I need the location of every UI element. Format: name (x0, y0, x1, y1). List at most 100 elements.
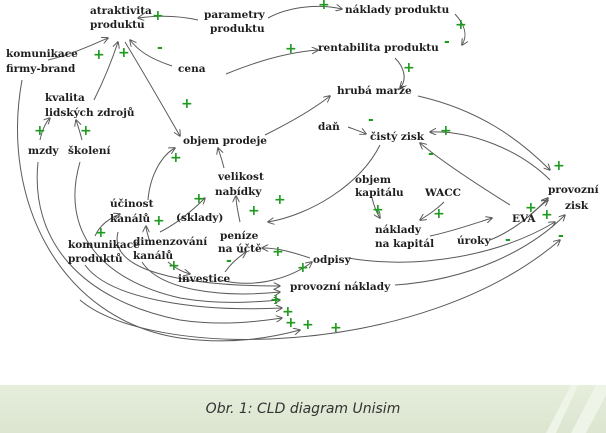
polarity-plus: + (403, 60, 415, 76)
cld-diagram-svg: atraktivita produktu parametry produktu … (6, 0, 599, 342)
node-eva: EVA (512, 213, 536, 225)
node-komunikace-firmy-line2: firmy-brand (6, 63, 76, 75)
node-atraktivita-line1: atraktivita (90, 5, 152, 17)
polarity-minus: - (444, 34, 450, 50)
node-dimenzovani-line2: kanálů (133, 249, 174, 262)
node-odpisy: odpisy (313, 254, 352, 266)
link-hruba-marze-provozni-zisk (417, 95, 550, 170)
node-cena: cena (178, 63, 206, 75)
link-parametry-naklady-produktu (267, 6, 342, 19)
node-naklady-kapital-line1: náklady (375, 224, 422, 236)
node-uroky: úroky (457, 235, 491, 247)
polarity-minus: - (226, 253, 232, 269)
polarity-minus: - (368, 112, 374, 128)
polarity-minus: - (505, 232, 511, 248)
node-komunikace-produktu-line2: produktů (68, 252, 123, 265)
node-rentabilita: rentabilita produktu (318, 42, 439, 54)
link-odpisy-provozni-zisk (347, 222, 555, 263)
polarity-plus: + (170, 150, 182, 166)
polarity-plus: + (153, 213, 165, 229)
link-komunikace-produktu-ucinnost (94, 214, 120, 237)
node-komunikace-produktu-line1: komunikace (68, 239, 140, 251)
polarity-plus: + (181, 96, 193, 112)
polarity-signs: + + + + + - + - + + + + - + - + + + + + … (34, 0, 565, 336)
polarity-plus: + (118, 45, 130, 61)
link-rentabilita-hruba-marze (394, 57, 404, 88)
link-eva-provozni-zisk (529, 200, 548, 216)
link-velikost-objem-prodeje (218, 148, 225, 169)
node-parametry-line2: produktu (210, 23, 265, 35)
polarity-minus: - (428, 146, 434, 162)
polarity-plus: + (95, 225, 107, 241)
node-naklady-produktu: náklady produktu (345, 4, 450, 16)
node-dimenzovani-line1: dimenzování (133, 236, 207, 248)
node-ucinnost-line2: kanálů (110, 212, 151, 225)
node-skoleni: školení (68, 145, 110, 157)
link-dan-cisty-zisk (347, 126, 366, 134)
link-ucinnost-provozni-naklady (116, 231, 280, 286)
polarity-plus: + (525, 200, 537, 216)
node-atraktivita-line2: produktu (90, 19, 145, 31)
link-cena-atraktivita (130, 40, 173, 67)
polarity-plus: + (34, 123, 46, 139)
figure-caption: Obr. 1: CLD diagram Unisim (205, 401, 401, 417)
link-provozni-naklady-provozni-zisk (394, 215, 565, 286)
polarity-plus: + (282, 304, 294, 320)
causal-links (17, 6, 565, 342)
link-dimenzovani-investice (167, 261, 190, 274)
polarity-plus: + (80, 123, 92, 139)
node-naklady-kapital-line2: na kapitál (375, 238, 434, 250)
polarity-minus: - (157, 40, 163, 56)
link-cena-rentabilita (225, 50, 318, 75)
link-penize-velikost (236, 196, 241, 223)
polarity-plus: + (330, 320, 342, 336)
nodes: atraktivita produktu parametry produktu … (6, 4, 599, 293)
node-wacc: WACC (424, 187, 461, 199)
link-odpisy-penize (262, 248, 311, 259)
node-provozni-zisk-line1: provozní (548, 184, 599, 196)
node-kvalita-line2: lidských zdrojů (45, 106, 135, 119)
polarity-plus: + (270, 292, 282, 308)
polarity-plus: + (93, 47, 105, 63)
node-provozni-naklady: provozní náklady (290, 281, 391, 293)
polarity-plus: + (553, 158, 565, 174)
node-mzdy: mzdy (28, 145, 59, 157)
polarity-plus: + (302, 317, 314, 333)
node-penize-line1: peníze (220, 230, 259, 242)
link-naklady-rentabilita (454, 13, 465, 45)
link-provozni-zisk-cisty-zisk (430, 132, 551, 181)
node-kvalita-line1: kvalita (45, 92, 85, 104)
node-objem-kapitalu-line2: kapitálu (355, 187, 404, 199)
node-velikost-line1: velikost (217, 171, 264, 183)
polarity-plus: + (297, 260, 309, 276)
node-sklady: (sklady) (176, 212, 223, 224)
link-kvalita-atraktivita (93, 42, 118, 101)
link-eva-cisty-zisk (420, 143, 511, 206)
cld-diagram: atraktivita produktu parametry produktu … (6, 0, 599, 342)
node-provozni-zisk-line2: zisk (565, 200, 589, 212)
polarity-plus: + (248, 203, 260, 219)
node-penize-line2: na účtě (218, 242, 262, 255)
link-atraktivita-objem-prodeje (124, 41, 180, 136)
polarity-plus: + (372, 202, 384, 218)
link-skoleni-provozni-naklady (74, 161, 280, 302)
link-komunikace-produktu-provozni-naklady (84, 264, 282, 309)
node-objem-prodeje: objem prodeje (183, 135, 267, 147)
link-dimenzovani-velikost (159, 198, 205, 233)
node-hruba-marze: hrubá marže (337, 85, 412, 97)
link-mzdy-provozni-naklady (36, 161, 282, 324)
polarity-plus: + (285, 315, 297, 331)
polarity-plus: + (440, 123, 452, 139)
link-komunikace-firmy-provozni-naklady (17, 79, 300, 342)
decorative-corner-graphic (546, 385, 606, 433)
node-velikost-line2: nabídky (215, 186, 262, 198)
polarity-plus: + (455, 17, 467, 33)
link-dimenzovani-ucinnost (146, 226, 151, 243)
link-wacc-naklady (420, 201, 445, 220)
node-cisty-zisk: čistý zisk (370, 130, 425, 143)
link-objem-prodeje-hruba-marze (264, 96, 330, 136)
polarity-minus: - (558, 228, 564, 244)
polarity-plus: + (274, 192, 286, 208)
link-kapital-naklady (371, 197, 380, 218)
node-ucinnost-line1: účinost (110, 197, 154, 210)
